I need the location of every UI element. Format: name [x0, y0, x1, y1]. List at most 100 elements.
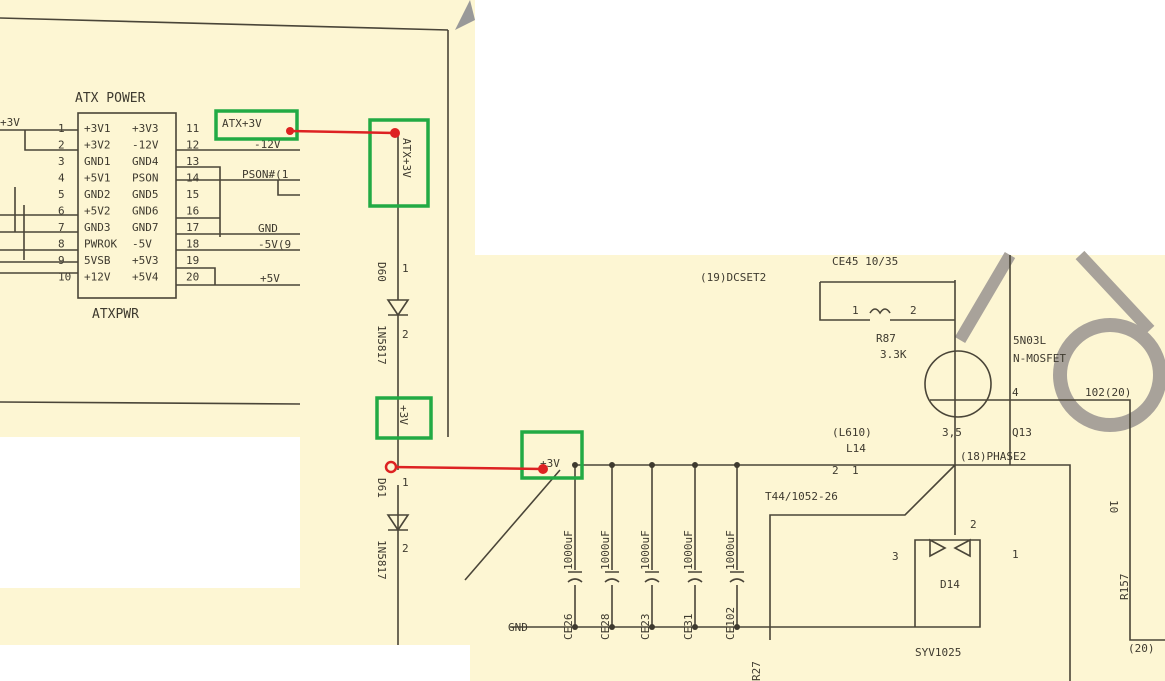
paper-right	[470, 255, 1165, 681]
highlight-atx3v-connector	[214, 109, 299, 141]
left-pin-number: 9	[58, 254, 65, 267]
annotations	[214, 109, 584, 480]
right-pin-name: +3V3	[132, 122, 159, 135]
left-pin-name: +5V1	[84, 172, 111, 185]
d61-pin2: 2	[402, 542, 409, 555]
dcset-label: (19)DCSET2	[700, 271, 766, 284]
capacitor-ref: CE23	[639, 614, 652, 641]
d60-pin1: 1	[402, 262, 409, 275]
net-label-pson: PSON#(1	[242, 168, 288, 181]
watermark-ring	[1053, 318, 1165, 432]
border-line	[0, 401, 301, 405]
right-pin-number: 13	[186, 155, 199, 168]
capacitor-ref: CE26	[562, 614, 575, 641]
r87-pin2: 2	[910, 304, 917, 317]
mosfet-type: N-MOSFET	[1013, 352, 1066, 365]
inductor-alt: (L610)	[832, 426, 872, 439]
left-pin-name: +12V	[84, 271, 111, 284]
right-pin-name: GND4	[132, 155, 159, 168]
r102-label: 102(20)	[1085, 386, 1131, 399]
left-pin-name: +5V2	[84, 205, 111, 218]
d61-part: 1N5817	[375, 540, 388, 580]
capacitor-value: 1000uF	[599, 530, 612, 570]
net-label-3v: +3V	[0, 116, 20, 129]
r157-ref: R157	[1118, 574, 1131, 601]
left-pin-name: GND3	[84, 221, 111, 234]
right-pin-number: 19	[186, 254, 199, 267]
d14-pin1: 1	[1012, 548, 1019, 561]
left-pin-number: 2	[58, 139, 65, 152]
right-pin-number: 12	[186, 139, 199, 152]
right-pin-number: 15	[186, 188, 199, 201]
right-pin-name: GND5	[132, 188, 159, 201]
r87-ref: R87	[876, 332, 896, 345]
connector-part: ATXPWR	[92, 307, 139, 322]
net-label-m5v: -5V(9	[258, 238, 291, 251]
net-label-atx3v: ATX+3V	[222, 117, 262, 130]
d14-ref: D14	[940, 578, 960, 591]
inductor-pin1: 1	[852, 464, 859, 477]
right-pin-number: 17	[186, 221, 199, 234]
left-pin-number: 8	[58, 238, 65, 251]
capacitor-icon	[567, 571, 583, 583]
mosfet-pins: 3,5	[942, 426, 962, 439]
border-line-top	[0, 17, 449, 31]
inductor-part: T44/1052-26	[765, 490, 838, 503]
net-label-gnd: GND	[258, 222, 278, 235]
left-pin-name: PWROK	[84, 238, 117, 251]
d14-part: SYV1025	[915, 646, 961, 659]
d14-pin2: 2	[970, 518, 977, 531]
watermark-strokes	[954, 250, 1155, 344]
diode-d61-icon	[386, 514, 410, 532]
left-pin-number: 7	[58, 221, 65, 234]
mid-3v-label: +3V	[397, 405, 410, 425]
capacitor-value: 1000uF	[562, 530, 575, 570]
capacitor-icon	[644, 571, 660, 583]
leader-line	[464, 469, 561, 581]
left-pin-name: +3V2	[84, 139, 111, 152]
right-pin-name: GND6	[132, 205, 159, 218]
diode-d60-icon	[386, 299, 410, 317]
right-pin-name: -12V	[132, 139, 159, 152]
connector-title: ATX POWER	[75, 91, 146, 106]
right-pin-name: -5V	[132, 238, 152, 251]
mosfet-pin-g: 4	[1012, 386, 1019, 399]
right-pin-name: PSON	[132, 172, 159, 185]
resistor-r87-icon	[869, 308, 891, 315]
mosfet-q13-icon	[924, 350, 992, 418]
inductor-pin2: 2	[832, 464, 839, 477]
right-pin-number: 14	[186, 172, 200, 185]
highlight-mid-3v	[375, 396, 433, 440]
left-pin-number: 3	[58, 155, 65, 168]
right-pin-name: GND7	[132, 221, 159, 234]
net-label-p5v: +5V	[260, 272, 280, 285]
left-pin-name: +3V1	[84, 122, 111, 135]
mosfet-ref: Q13	[1012, 426, 1032, 439]
diode-d14-icon	[929, 538, 971, 558]
left-pin-name: 5VSB	[84, 254, 111, 267]
right-pin-name: +5V4	[132, 271, 159, 284]
right-pin-number: 18	[186, 238, 199, 251]
capacitor-ref: CE102	[724, 607, 737, 640]
paper-left	[0, 0, 475, 437]
capacitor-value: 1000uF	[639, 530, 652, 570]
left-pin-name: GND1	[84, 155, 111, 168]
inductor-ref: L14	[846, 442, 866, 455]
r27-label: R27	[750, 661, 763, 681]
right-pin-name: +5V3	[132, 254, 159, 267]
left-pin-number: 4	[58, 172, 65, 185]
capacitor-icon	[729, 571, 745, 583]
red-link-bottom	[390, 465, 544, 471]
capacitor-icon	[687, 571, 703, 583]
left-pin-number: 1	[58, 122, 65, 135]
gnd-label: GND	[508, 621, 528, 634]
r87-pin1: 1	[852, 304, 859, 317]
capacitor-icon	[604, 571, 620, 583]
right-pin-number: 11	[186, 122, 199, 135]
left-pin-name: GND2	[84, 188, 111, 201]
highlight-atx3v-vertical	[368, 118, 430, 208]
capacitor-ref: CE28	[599, 614, 612, 641]
mosfet-part: 5N03L	[1013, 334, 1046, 347]
regulator-circuit: (19)DCSET2 CE45 10/35 R87 3.3K 1 2 5N03L…	[464, 250, 1165, 681]
